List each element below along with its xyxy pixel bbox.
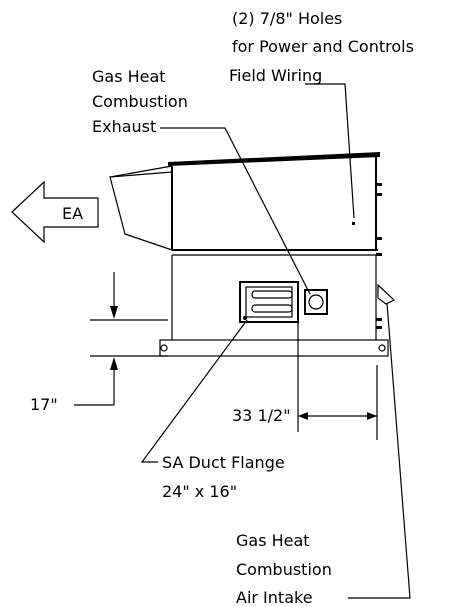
ea-arrow-shape (11, 180, 99, 244)
flange-slot-bottom (251, 304, 293, 313)
sa-duct-flange (239, 281, 299, 323)
combustion-exhaust-fitting (304, 289, 328, 315)
exhaust-fitting-box (304, 289, 328, 315)
side-stud-6 (376, 326, 382, 329)
flange-slot-top (251, 290, 293, 299)
ea-arrow: EA (11, 180, 99, 244)
flange-outer (239, 281, 299, 323)
flange-label-line1: SA Duct Flange (162, 453, 285, 472)
side-stud-3 (376, 237, 382, 240)
callout-labels: (2) 7/8" Holes for Power and Controls Fi… (92, 9, 414, 607)
exhaust-fitting-port (308, 294, 324, 310)
dim-width-arrow-left (298, 412, 308, 420)
roof-cap (168, 152, 380, 166)
leader-lines (140, 83, 411, 599)
holes-label-line3: Field Wiring (229, 66, 322, 85)
dim-height-arrow-top (110, 306, 118, 319)
air-intake-hood (377, 283, 396, 305)
ea-label: EA (62, 204, 83, 223)
flange-bolt (243, 316, 247, 320)
dim-height-arrow-bottom (110, 357, 118, 370)
dim-height-label: 17" (30, 395, 58, 414)
dim-height: 17" (30, 272, 168, 414)
intake-label-line2: Combustion (236, 560, 332, 579)
exhaust-hood (109, 165, 173, 251)
dim-width: 33 1/2" (232, 322, 378, 440)
exhaust-label-line3: Exhaust (92, 117, 156, 136)
exhaust-leader (160, 127, 311, 295)
holes-label-line1: (2) 7/8" Holes (232, 9, 342, 28)
flange-label-line2: 24" x 16" (162, 482, 237, 501)
flange-inner (245, 286, 293, 318)
intake-label-line1: Gas Heat (236, 531, 310, 550)
holes-label-line2: for Power and Controls (232, 37, 414, 56)
exhaust-hood-outline (109, 165, 173, 251)
dim-width-label: 33 1/2" (232, 406, 291, 425)
holes-leader (305, 83, 355, 219)
flange-leader (140, 319, 248, 463)
side-stud-4 (376, 253, 382, 256)
side-stud-5 (376, 318, 382, 321)
side-stud-1 (376, 183, 382, 186)
unit-body (159, 152, 396, 357)
base-rail (159, 339, 389, 357)
intake-label-line3: Air Intake (236, 588, 313, 607)
side-stud-2 (376, 193, 382, 196)
base-bolt-left (160, 344, 168, 352)
exhaust-label-line2: Combustion (92, 92, 188, 111)
exhaust-hood-lip (109, 171, 173, 178)
intake-leader (348, 302, 411, 599)
exhaust-label-line1: Gas Heat (92, 67, 166, 86)
wiring-hole-marker (352, 222, 355, 225)
base-bolt-right (378, 344, 386, 352)
dim-width-arrow-right (367, 412, 377, 420)
